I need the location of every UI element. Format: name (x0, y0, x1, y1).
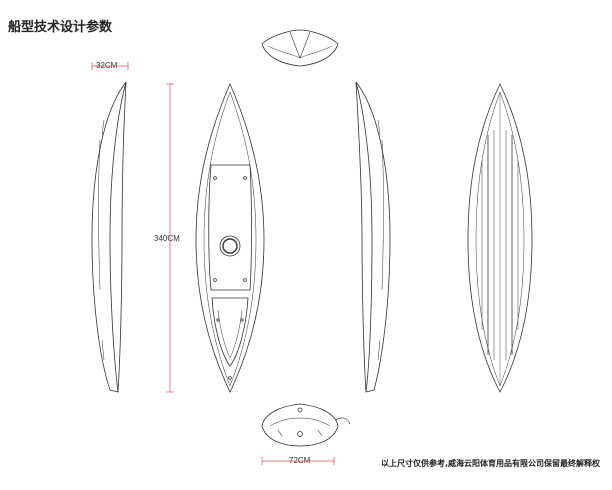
kayak-side-view-right (355, 81, 391, 393)
dimension-width-top-label: 72CM (289, 456, 311, 465)
dimension-lines (91, 62, 335, 465)
kayak-top-view (195, 82, 265, 393)
page-title: 船型技术设计参数 (8, 20, 113, 35)
dimension-width-side-label: 32CM (96, 61, 118, 70)
dimension-length-label: 340CM (154, 234, 180, 243)
kayak-front-view (261, 29, 339, 67)
kayak-rear-view (261, 403, 351, 447)
disclaimer-footer: 以上尺寸仅供参考,威海云阳体育用品有限公司保留最终解释权 (380, 459, 600, 468)
kayak-side-view-left (91, 81, 127, 393)
kayak-bottom-view (467, 83, 533, 393)
